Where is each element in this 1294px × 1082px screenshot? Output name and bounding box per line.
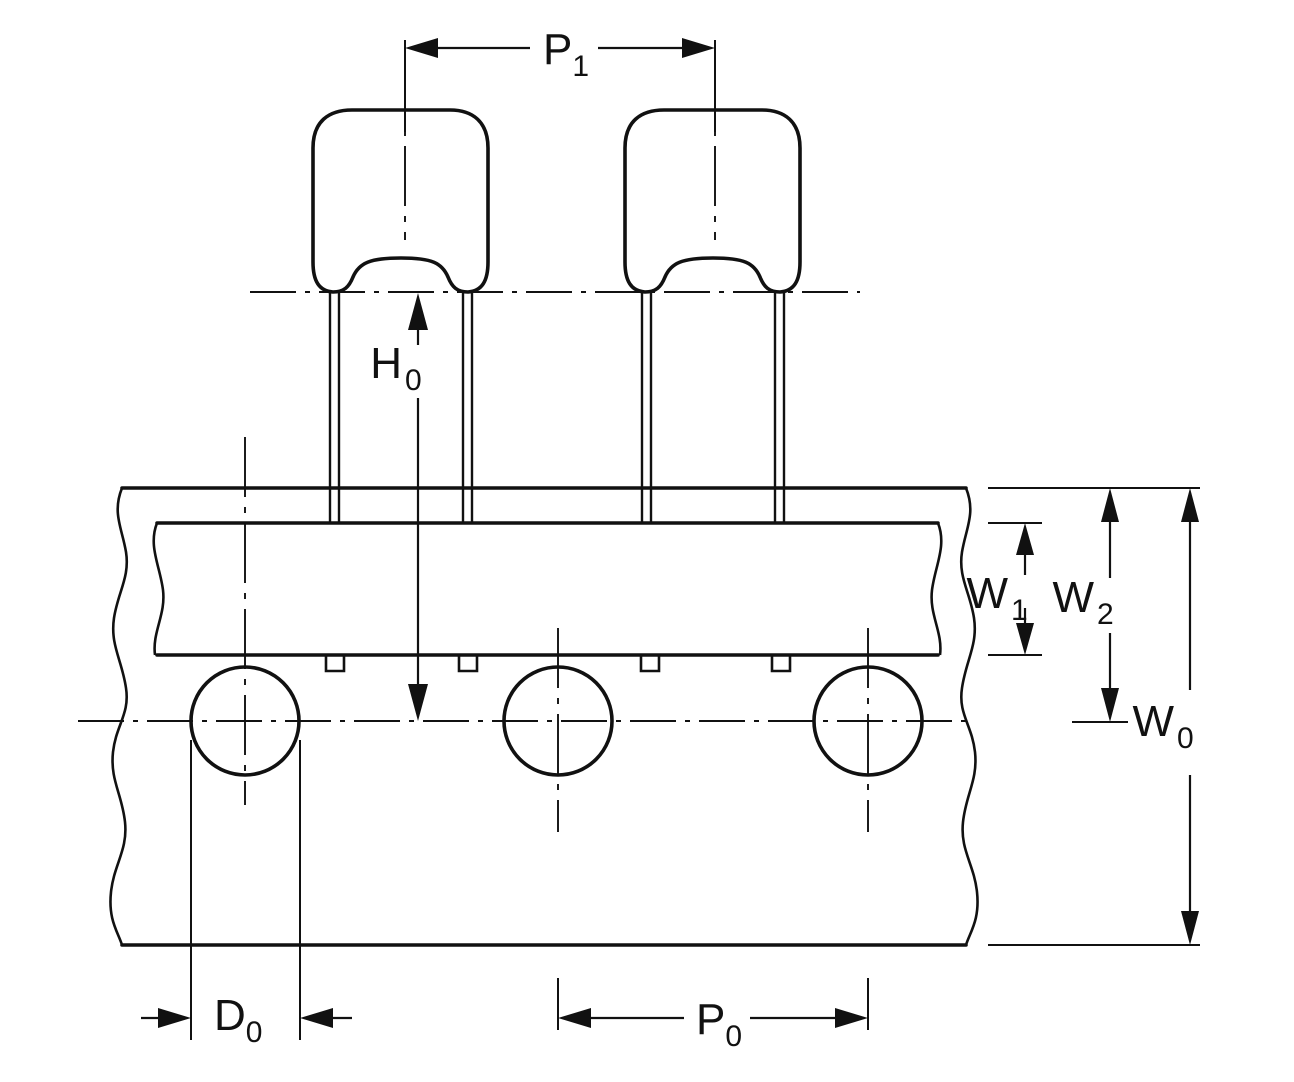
dimension-label-h0-subscript: 0 xyxy=(405,364,422,397)
d0-arrowhead-left xyxy=(158,1008,191,1028)
h0-arrowhead-top xyxy=(408,293,428,330)
h0-arrowhead-bottom xyxy=(408,684,428,721)
lead-tab-4 xyxy=(770,655,792,673)
centerlines xyxy=(78,60,968,832)
dimension-label-h0: H xyxy=(370,339,402,388)
dimension-w2: W 2 xyxy=(988,487,1200,723)
lead-tab-3 xyxy=(639,655,661,673)
component-left xyxy=(311,108,490,522)
lead-tab-2 xyxy=(457,655,479,673)
dimension-label-w1: W xyxy=(966,569,1008,618)
w2-arrowhead-bottom xyxy=(1101,688,1119,722)
dimension-w1: W 1 xyxy=(966,522,1042,656)
p1-arrowhead-right xyxy=(682,38,715,58)
lead-tab-1 xyxy=(324,655,346,673)
carrier-tape xyxy=(109,486,979,947)
dimension-h0: H 0 xyxy=(370,293,428,721)
w0-arrowhead-bottom xyxy=(1181,911,1199,945)
component-body-left-outline xyxy=(311,108,490,294)
dimension-p0: P0 xyxy=(557,978,869,1053)
carrier-tape-right-break-line xyxy=(959,487,979,946)
component-right xyxy=(623,108,802,522)
dimension-w0: W 0 xyxy=(988,488,1200,946)
dimension-p1: P1 xyxy=(404,25,716,132)
w0-arrowhead-top xyxy=(1181,488,1199,522)
dimension-label-d0: D0 xyxy=(214,991,262,1049)
dimension-label-w2: W xyxy=(1052,573,1094,622)
dimension-label-w2-subscript: 2 xyxy=(1097,598,1114,631)
w1-arrowhead-bottom xyxy=(1016,623,1034,655)
adhesive-tape-right-break-line xyxy=(930,522,943,656)
adhesive-tape-left-break-line xyxy=(152,522,165,656)
w2-arrowhead-top xyxy=(1101,488,1119,522)
p0-arrowhead-right xyxy=(835,1008,868,1028)
component-body-right-outline xyxy=(623,108,802,294)
dimension-d0: D0 xyxy=(141,740,352,1049)
p1-arrowhead-left xyxy=(405,38,438,58)
carrier-tape-left-break-line xyxy=(109,487,129,946)
w1-arrowhead-top xyxy=(1016,523,1034,555)
dimension-label-p1: P1 xyxy=(543,25,589,83)
dimension-label-p0: P0 xyxy=(696,995,742,1053)
d0-arrowhead-right xyxy=(300,1008,333,1028)
p0-arrowhead-left xyxy=(558,1008,591,1028)
dimension-label-w0-subscript: 0 xyxy=(1177,722,1194,755)
dimension-label-w1-subscript: 1 xyxy=(1011,594,1028,627)
dimension-label-w0: W xyxy=(1132,697,1174,746)
